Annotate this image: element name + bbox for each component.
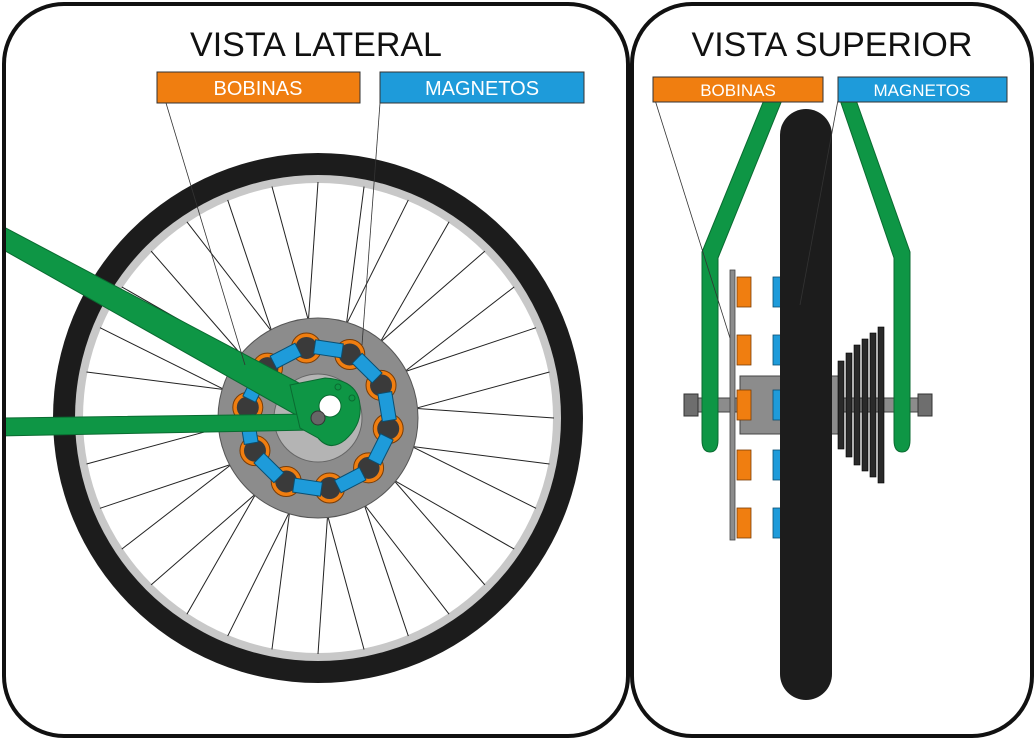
tire-top [780,109,832,700]
magnet [253,452,285,484]
axle-nut [310,410,326,426]
magnet [313,339,344,359]
top-magnets-tag [837,76,1008,103]
top-magnets-tag-label: MAGNETOS [874,81,971,100]
magnet [351,352,383,384]
magnet [292,477,323,497]
dropout-bolt [334,383,342,391]
top-coils-tag [652,76,824,103]
top-magnets-leader-line [799,99,839,306]
coil-core [295,336,318,359]
coil [736,334,752,366]
coil-core [236,396,259,419]
top-coils-tag-label: BOBINAS [700,81,776,100]
coil [736,276,752,308]
side-view-border [2,2,630,738]
coil-core [357,456,380,479]
side-view-panel: BOBINAS MAGNETOS VISTA LATERAL [2,2,630,738]
sprocket [861,338,869,472]
axle-nut-left [683,393,699,417]
magnets-tag [379,71,585,104]
coil-plate [729,269,736,541]
magnet [367,433,394,466]
cassette [837,326,885,484]
magnet [333,466,367,494]
sprocket [837,360,845,450]
left-stay [701,99,783,453]
top-view-border [630,2,1034,738]
axle-nut-right [917,393,933,417]
coils-tag-label: BOBINAS [214,78,303,100]
dropout-bolt [348,394,356,402]
coil-core [318,477,341,500]
coil [736,389,752,421]
sprocket [845,352,853,458]
coil [736,449,752,481]
coils-leader-line [165,102,246,366]
coil-core [377,417,400,440]
sprocket [869,332,877,478]
top-view-panel: BOBINAS MAGNETOS VISTA SUPERIOR [630,2,1034,738]
magnet [377,391,397,423]
top-coils-column [736,276,752,539]
magnet [269,342,303,370]
coil [736,507,752,539]
right-stay [839,99,911,453]
magnets-leader-line [361,102,381,346]
top-view-title: VISTA SUPERIOR [692,26,973,64]
dropout-eyelet [318,394,342,418]
sprocket [853,344,861,466]
top-coils-leader-line [654,99,731,339]
coils-tag [156,71,361,104]
side-view-title: VISTA LATERAL [190,26,442,64]
magnets-tag-label: MAGNETOS [425,78,539,100]
sprocket [877,326,885,484]
